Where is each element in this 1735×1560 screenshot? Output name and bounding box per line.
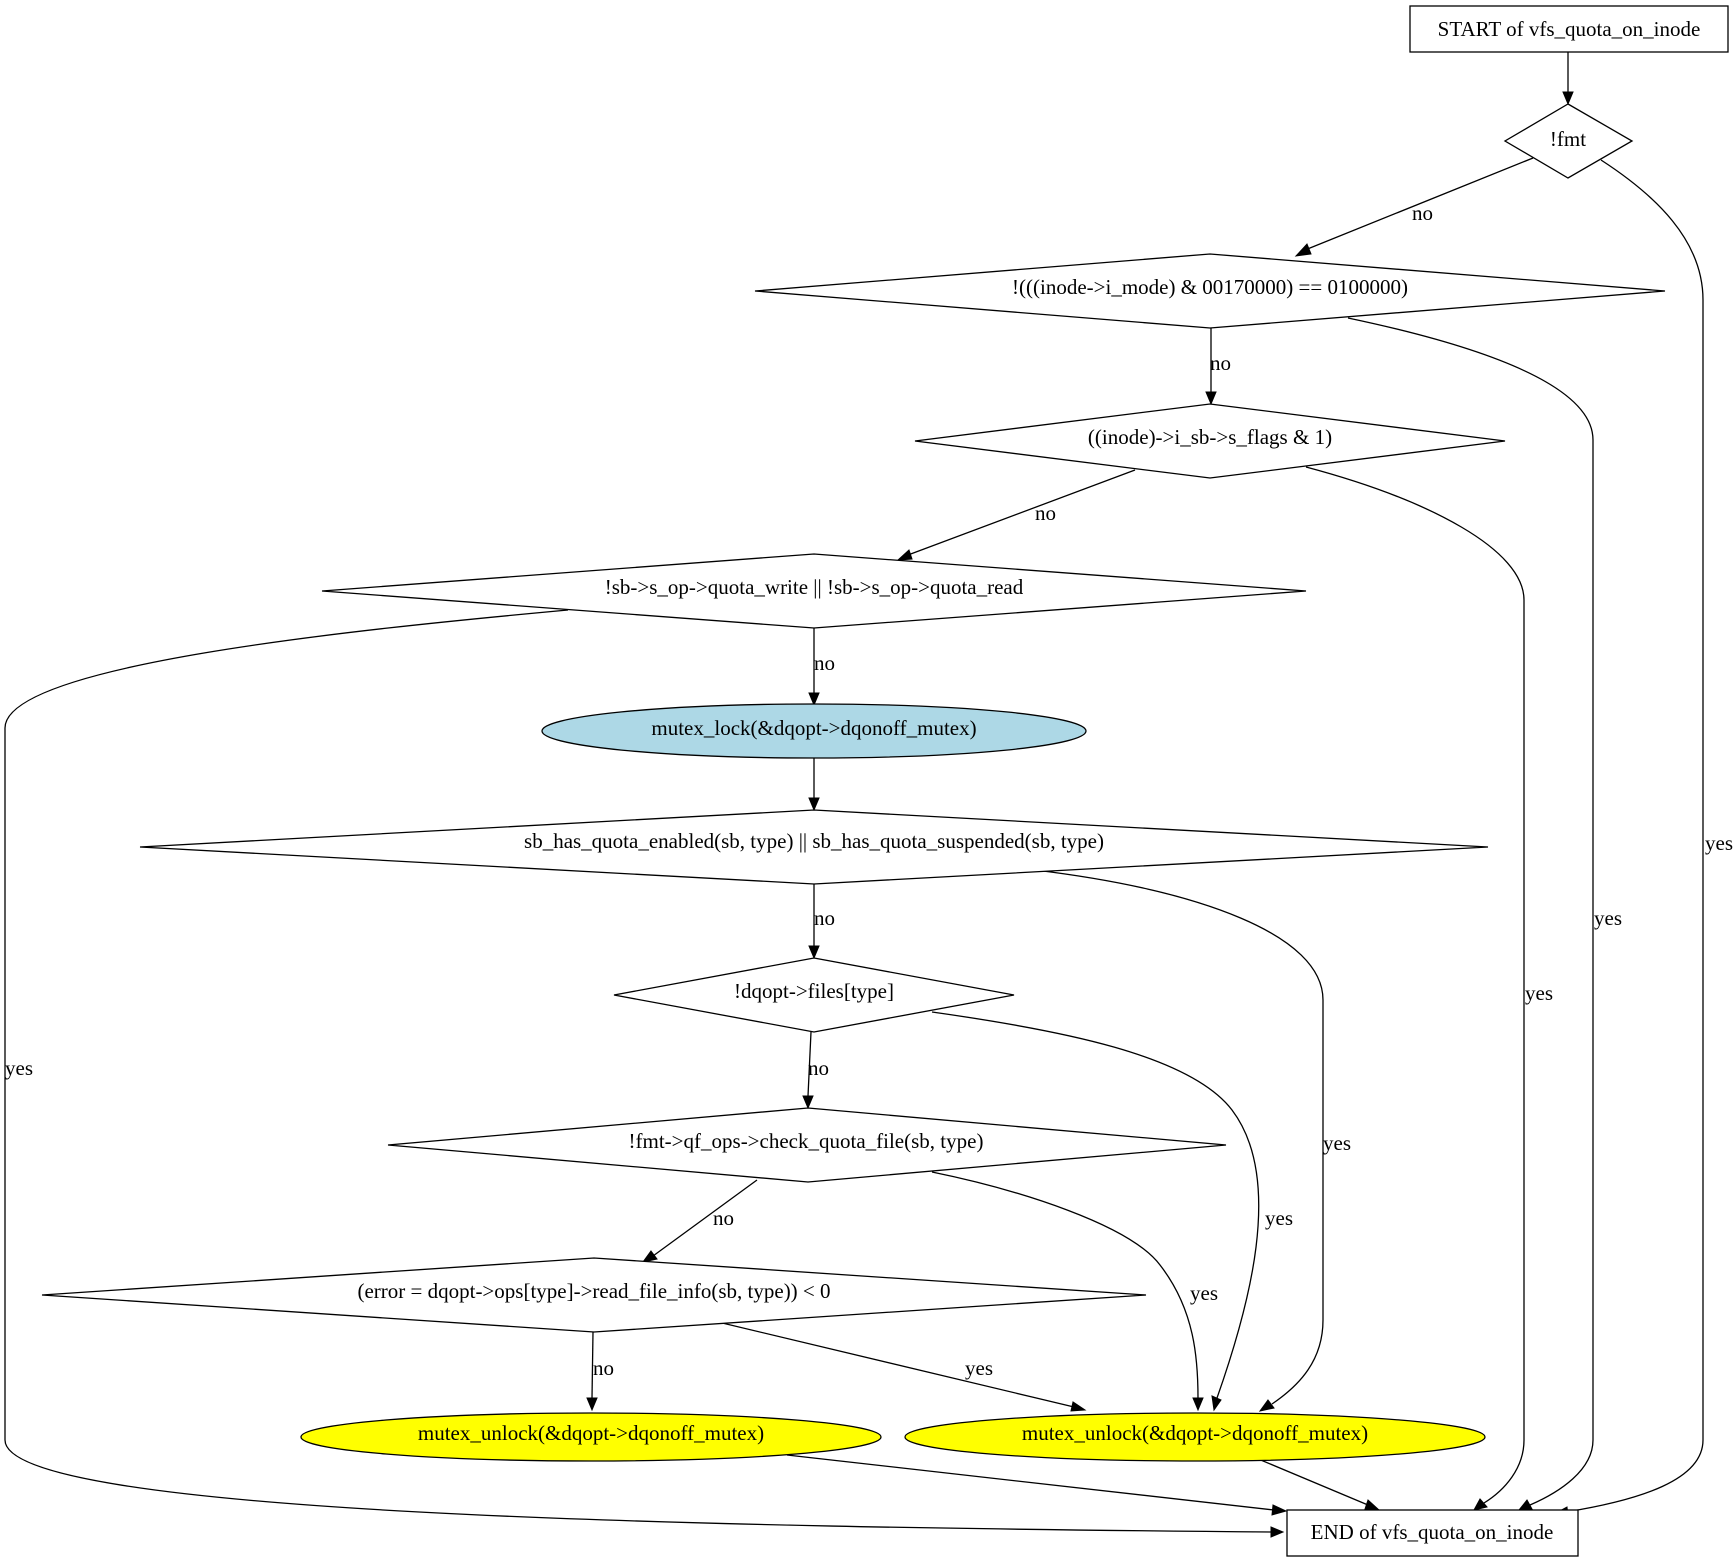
- decision-quota-ops-label: !sb->s_op->quota_write || !sb->s_op->quo…: [605, 575, 1024, 599]
- edge-imode-no: no: [1205, 328, 1231, 406]
- decision-quota-ops-diamond: [321, 553, 1307, 629]
- edge-fmt-yes: yes: [1552, 159, 1733, 1518]
- edge-imode-yes: yes: [1347, 317, 1622, 1511]
- edge-label-enabled-yes: yes: [1323, 1131, 1351, 1155]
- edge-label-error-no: no: [593, 1356, 614, 1380]
- decision-flags[interactable]: ((inode)->i_sb->s_flags & 1): [914, 403, 1506, 479]
- end-node[interactable]: END of vfs_quota_on_inode: [1286, 1509, 1579, 1557]
- start-node-box: [1409, 5, 1729, 53]
- edge-error-no: no: [586, 1331, 614, 1412]
- edge-label-quota-ops-yes: yes: [5, 1056, 33, 1080]
- start-node[interactable]: START of vfs_quota_on_inode: [1409, 5, 1729, 53]
- mutex-lock-node[interactable]: mutex_lock(&dqopt->dqonoff_mutex): [541, 703, 1087, 759]
- edge-label-flags-yes: yes: [1525, 981, 1553, 1005]
- end-node-label: END of vfs_quota_on_inode: [1311, 1520, 1554, 1544]
- edge-unlock-right-to-end: [1255, 1457, 1381, 1511]
- decision-files[interactable]: !dqopt->files[type]: [613, 957, 1015, 1033]
- decision-check[interactable]: !fmt->qf_ops->check_quota_file(sb, type): [387, 1107, 1227, 1183]
- decision-error-label: (error = dqopt->ops[type]->read_file_inf…: [357, 1279, 830, 1303]
- decision-quota-ops[interactable]: !sb->s_op->quota_write || !sb->s_op->quo…: [321, 553, 1307, 629]
- mutex-unlock-right-label: mutex_unlock(&dqopt->dqonoff_mutex): [1022, 1421, 1368, 1445]
- decision-error[interactable]: (error = dqopt->ops[type]->read_file_inf…: [41, 1257, 1147, 1333]
- edge-label-fmt-no: no: [1412, 201, 1433, 225]
- decision-fmt-label: !fmt: [1550, 127, 1586, 151]
- edge-enabled-no: no: [808, 883, 835, 960]
- edge-label-error-yes: yes: [965, 1356, 993, 1380]
- decision-imode-diamond: [754, 253, 1666, 329]
- edge-files-no: no: [802, 1031, 829, 1110]
- decision-imode[interactable]: !(((inode->i_mode) & 00170000) == 010000…: [754, 253, 1666, 329]
- edge-enabled-yes: yes: [1034, 869, 1351, 1412]
- decision-fmt-diamond: [1503, 103, 1634, 179]
- edge-quota-ops-yes: yes: [4, 609, 1285, 1538]
- edge-label-imode-yes: yes: [1594, 906, 1622, 930]
- nodes: START of vfs_quota_on_inode !fmt !(((ino…: [41, 5, 1729, 1557]
- decision-fmt[interactable]: !fmt: [1503, 103, 1634, 179]
- edge-files-yes: yes: [931, 1011, 1293, 1412]
- decision-files-diamond: [613, 957, 1015, 1033]
- mutex-unlock-right-ellipse: [904, 1412, 1486, 1462]
- edge-quota-ops-no: no: [808, 628, 835, 707]
- edge-fmt-no: no: [1294, 157, 1534, 257]
- edge-check-yes: yes: [931, 1171, 1218, 1412]
- decision-check-diamond: [387, 1107, 1227, 1183]
- edge-label-quota-ops-no: no: [814, 651, 835, 675]
- edge-flags-no: no: [896, 469, 1136, 561]
- decision-flags-label: ((inode)->i_sb->s_flags & 1): [1088, 425, 1332, 449]
- mutex-unlock-left-label: mutex_unlock(&dqopt->dqonoff_mutex): [418, 1421, 764, 1445]
- edge-unlock-left-to-end: [786, 1454, 1288, 1516]
- mutex-unlock-left-ellipse: [300, 1412, 882, 1462]
- mutex-lock-ellipse: [541, 703, 1087, 759]
- mutex-lock-label: mutex_lock(&dqopt->dqonoff_mutex): [651, 716, 976, 740]
- mutex-unlock-left-node[interactable]: mutex_unlock(&dqopt->dqonoff_mutex): [300, 1412, 882, 1462]
- decision-error-diamond: [41, 1257, 1147, 1333]
- start-node-label: START of vfs_quota_on_inode: [1438, 17, 1701, 41]
- edge-flags-yes: yes: [1305, 466, 1553, 1511]
- decision-enabled-label: sb_has_quota_enabled(sb, type) || sb_has…: [524, 829, 1104, 853]
- decision-flags-diamond: [914, 403, 1506, 479]
- edge-label-files-no: no: [808, 1056, 829, 1080]
- edges: no yes no yes no yes: [4, 52, 1733, 1538]
- decision-enabled[interactable]: sb_has_quota_enabled(sb, type) || sb_has…: [139, 809, 1489, 885]
- decision-files-label: !dqopt->files[type]: [734, 979, 894, 1003]
- edge-check-no: no: [641, 1179, 758, 1263]
- mutex-unlock-right-node[interactable]: mutex_unlock(&dqopt->dqonoff_mutex): [904, 1412, 1486, 1462]
- edge-label-flags-no: no: [1035, 501, 1056, 525]
- decision-check-label: !fmt->qf_ops->check_quota_file(sb, type): [629, 1129, 984, 1153]
- decision-imode-label: !(((inode->i_mode) & 00170000) == 010000…: [1012, 275, 1408, 299]
- edge-label-check-yes: yes: [1190, 1281, 1218, 1305]
- edge-label-files-yes: yes: [1265, 1206, 1293, 1230]
- edge-label-fmt-yes: yes: [1705, 831, 1733, 855]
- edge-error-yes: yes: [717, 1321, 1087, 1412]
- decision-enabled-diamond: [139, 809, 1489, 885]
- edge-lock-to-enabled: [808, 758, 820, 812]
- edge-label-enabled-no: no: [814, 906, 835, 930]
- end-node-box: [1286, 1509, 1579, 1557]
- edge-start-to-fmt: [1562, 52, 1574, 106]
- edge-label-check-no: no: [713, 1206, 734, 1230]
- edge-label-imode-no: no: [1210, 351, 1231, 375]
